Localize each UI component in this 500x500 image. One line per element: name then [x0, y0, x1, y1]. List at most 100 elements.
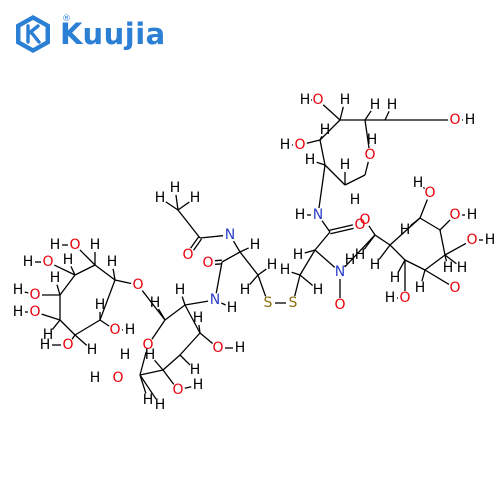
atom-label-h: H — [413, 175, 424, 191]
atom-label-h: H — [13, 304, 24, 320]
atom-label-o: O — [449, 207, 460, 223]
bond-line — [329, 224, 353, 231]
bond-line — [389, 217, 421, 246]
bond-line — [175, 194, 179, 211]
atom-label-h: H — [457, 260, 468, 276]
brand-logo: ® Kuujia — [12, 12, 166, 56]
bond-line — [419, 217, 441, 231]
atom-label-o: O — [29, 287, 40, 303]
atom-label-h: H — [63, 252, 74, 268]
bond-line — [439, 219, 451, 231]
atom-label-h: H — [280, 262, 291, 278]
atom-label-o: O — [354, 217, 365, 233]
atom-label-h: H — [385, 290, 396, 306]
atom-label-h: H — [300, 92, 311, 108]
bond-line — [419, 199, 429, 219]
bond-line — [314, 249, 336, 268]
bond-line — [59, 274, 76, 296]
bond-line — [444, 242, 467, 256]
atom-label-o: O — [449, 280, 460, 296]
bond-line — [165, 201, 179, 211]
bond-line — [324, 164, 346, 186]
bond-line — [74, 334, 88, 346]
atom-label-h: H — [295, 207, 306, 223]
atom-label-h: H — [240, 282, 251, 298]
bond-line — [139, 374, 147, 394]
atom-label-h: H — [125, 322, 136, 338]
atom-label-o: O — [69, 237, 80, 253]
atom-label-n: N — [210, 292, 220, 308]
atom-label-h: H — [340, 157, 351, 173]
bond-line — [239, 251, 259, 276]
bond-line — [41, 313, 61, 321]
bond-line — [184, 304, 201, 334]
bond-line — [294, 274, 301, 297]
atom-label-h: H — [143, 392, 154, 408]
bond-line — [257, 268, 267, 276]
atom-label-o: O — [112, 370, 123, 386]
bond-line — [319, 139, 326, 166]
bond-line — [70, 266, 76, 276]
bond-line — [368, 225, 376, 236]
bond-line — [306, 139, 321, 144]
bond-line — [215, 263, 223, 265]
bond-line — [363, 234, 376, 250]
bond-line — [54, 264, 76, 276]
atom-label-h: H — [340, 92, 351, 108]
bond-line — [321, 220, 331, 233]
bond-line — [422, 186, 426, 190]
bond-line — [424, 269, 450, 285]
atom-label-n: N — [313, 207, 323, 223]
bond-line — [139, 374, 157, 400]
atom-label-h: H — [190, 190, 201, 206]
atom-label-h: H — [370, 257, 381, 273]
atom-label-o: O — [142, 337, 153, 353]
bond-line — [404, 259, 426, 271]
atom-label-h: H — [193, 310, 204, 326]
atom-label-h: H — [150, 295, 161, 311]
bond-line — [184, 300, 209, 306]
bond-line — [79, 249, 96, 266]
bond-line — [114, 279, 132, 285]
atom-label-h: H — [313, 282, 324, 298]
bond-line — [59, 319, 76, 336]
bond-line — [51, 319, 61, 330]
bond-line — [239, 247, 249, 253]
bond-line — [314, 231, 331, 251]
bond-line — [221, 302, 226, 306]
bond-line — [330, 227, 354, 235]
atom-label-s: S — [289, 295, 298, 311]
bond-line — [139, 369, 164, 376]
bond-layer — [24, 99, 483, 400]
bond-line — [421, 269, 426, 282]
atom-label-h: H — [227, 300, 238, 316]
atom-label-h: H — [280, 137, 291, 153]
bond-line — [99, 279, 116, 321]
atom-label-n: N — [225, 227, 235, 243]
bond-line — [221, 251, 241, 263]
atom-label-h: H — [50, 270, 61, 286]
atom-label-h: H — [40, 337, 51, 353]
atom-label-h: H — [267, 257, 278, 273]
atom-label-o: O — [334, 297, 345, 313]
bond-line — [179, 332, 201, 356]
atom-label-o: O — [42, 254, 53, 270]
bond-line — [397, 259, 406, 273]
bond-line — [177, 209, 201, 239]
bond-line — [444, 254, 448, 262]
atom-label-o: O — [62, 337, 73, 353]
bond-line — [192, 238, 203, 251]
bond-line — [162, 369, 175, 385]
atom-label-h: H — [387, 97, 398, 113]
atom-label-h: H — [95, 297, 106, 313]
atom-label-h: H — [293, 247, 304, 263]
atom-label-h: H — [107, 254, 118, 270]
atom-label-h: H — [23, 254, 34, 270]
bond-line — [319, 119, 341, 141]
bond-line — [378, 244, 391, 260]
bond-line — [444, 254, 457, 265]
bond-line — [151, 319, 166, 340]
bond-line — [291, 271, 301, 276]
bond-line — [181, 296, 186, 306]
